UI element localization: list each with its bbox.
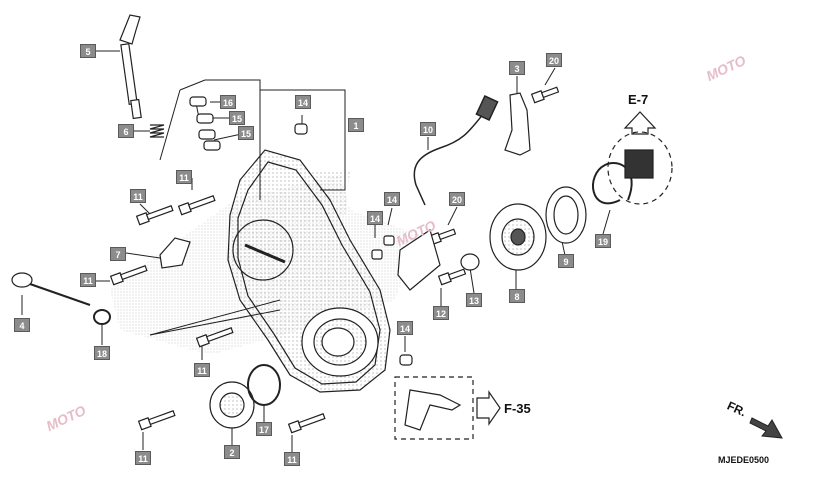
dowel-pins [189,96,308,151]
reference-e7[interactable]: E-7 [628,92,649,107]
callout-14a[interactable]: 14 [295,95,311,109]
callout-4[interactable]: 4 [14,318,30,332]
callout-11d[interactable]: 11 [194,363,210,377]
washer-13 [460,253,480,271]
callout-14d[interactable]: 14 [397,321,413,335]
front-direction-arrow [749,417,783,439]
callout-8[interactable]: 8 [509,289,525,303]
clutch-cover-dome [232,219,294,281]
callout-11c[interactable]: 11 [80,273,96,287]
callout-18[interactable]: 18 [94,346,110,360]
callout-17[interactable]: 17 [256,422,272,436]
e7-reference [607,111,673,205]
callout-15a[interactable]: 15 [229,111,245,125]
callout-11f[interactable]: 11 [284,452,300,466]
o-ring-18 [93,309,111,325]
oil-dipstick [11,272,91,306]
callout-10[interactable]: 10 [420,122,436,136]
callout-15b[interactable]: 15 [238,126,254,140]
callout-20a[interactable]: 20 [546,53,562,67]
reference-f35[interactable]: F-35 [504,401,531,416]
callout-14c[interactable]: 14 [384,192,400,206]
bracket-7 [159,237,191,269]
callout-11a[interactable]: 11 [130,189,146,203]
engine-side-cover [227,149,391,393]
callout-3[interactable]: 3 [509,61,525,75]
cap-and-ring [209,364,281,429]
f35-reference [394,376,501,440]
callout-13[interactable]: 13 [466,293,482,307]
oil-seal-9 [545,186,587,244]
callout-6[interactable]: 6 [118,124,134,138]
callout-2[interactable]: 2 [224,445,240,459]
leader-lines [21,50,611,452]
bolts [109,86,560,434]
bracket-3 [504,92,531,156]
callout-11b[interactable]: 11 [176,170,192,184]
callout-7[interactable]: 7 [110,247,126,261]
callout-16[interactable]: 16 [220,95,236,109]
callout-14b[interactable]: 14 [367,211,383,225]
callout-12[interactable]: 12 [433,306,449,320]
callout-1[interactable]: 1 [348,118,364,132]
spring [149,124,165,138]
callout-19[interactable]: 19 [595,234,611,248]
callout-5[interactable]: 5 [80,44,96,58]
diagram-code: MJEDE0500 [718,455,770,465]
shift-rod [119,14,142,120]
small-dowels [371,235,413,366]
sensor-harness [397,94,499,291]
callout-9[interactable]: 9 [558,254,574,268]
gear-8 [489,203,547,271]
callout-20b[interactable]: 20 [449,192,465,206]
callout-11e[interactable]: 11 [135,451,151,465]
